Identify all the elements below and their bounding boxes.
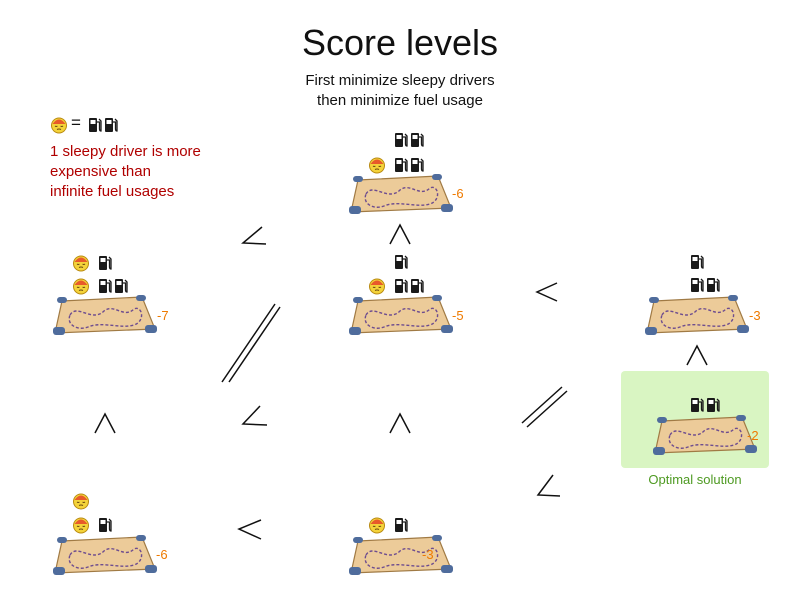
route-map-icon [349,535,453,575]
solution-mid-right: -3 [644,250,769,340]
relation-parallel [521,386,568,428]
fuel-pump-icon [105,118,118,132]
route-map-icon [349,295,453,335]
relation-less-than [536,474,561,497]
fuel-pump-icon [411,279,424,293]
fuel-pump-icon [395,158,408,172]
sleepy-face-icon [369,517,385,534]
solution-top-center: -6 [348,128,473,218]
fuel-pump-icon [89,118,102,132]
solution-mid-left: -7 [52,250,177,340]
fuel-pump-icon [99,518,112,532]
score-value: -7 [157,308,169,323]
score-value: -6 [452,186,464,201]
legend: = [50,113,140,136]
route-map-icon [53,295,157,335]
sleepy-face-icon [73,278,89,295]
sleepy-face-icon [73,493,89,510]
fuel-pump-icon [395,255,408,269]
fuel-pump-icon [99,256,112,270]
fuel-pump-icon [115,279,128,293]
sleepy-face-icon [73,255,89,272]
route-map-icon [349,174,453,214]
relation-parallel [221,303,281,383]
score-value: -3 [749,308,761,323]
note-line-1: 1 sleepy driver is more [50,143,201,160]
solution-bottom-left: -6 [52,490,177,580]
fuel-pump-icon [395,133,408,147]
score-value: -2 [747,428,759,443]
relation-and-wedge [94,412,116,434]
score-value: -6 [156,547,168,562]
subtitle-line-2: then minimize fuel usage [317,92,483,109]
subtitle-line-1: First minimize sleepy drivers [305,72,495,89]
page-title: Score levels [301,22,499,63]
solution-mid-center: -5 [348,250,473,340]
sleepy-face-icon [369,157,385,174]
legend-equals: = [71,113,81,132]
solution-bottom-center: -3 [348,490,473,580]
sleepy-face-icon [73,517,89,534]
solution-optimal: -2 [652,393,767,468]
relation-less-than [241,226,267,245]
optimal-solution-label: Optimal solution [648,472,742,487]
fuel-pump-icon [395,279,408,293]
score-value: -3 [422,547,434,562]
route-map-icon [53,535,157,575]
fuel-pump-icon [691,278,704,292]
note-line-3: infinite fuel usages [50,183,175,200]
fuel-pump-icon [691,398,704,412]
relation-less-than [237,519,262,540]
fuel-pump-icon [99,279,112,293]
score-value: -5 [452,308,464,323]
fuel-pump-icon [411,158,424,172]
relation-and-wedge [389,223,411,245]
route-map-icon [645,295,749,335]
relation-less-than [535,282,558,302]
relation-less-than [241,405,268,426]
sleepy-face-icon [369,278,385,295]
note-line-2: expensive than [50,163,151,180]
relation-and-wedge [389,412,411,434]
sleepy-face-icon [51,117,67,134]
fuel-pump-icon [707,398,720,412]
fuel-pump-icon [411,133,424,147]
fuel-pump-icon [691,255,704,269]
route-map-icon [653,415,757,455]
fuel-pump-icon [707,278,720,292]
fuel-pump-icon [395,518,408,532]
relation-and-wedge [686,344,708,366]
